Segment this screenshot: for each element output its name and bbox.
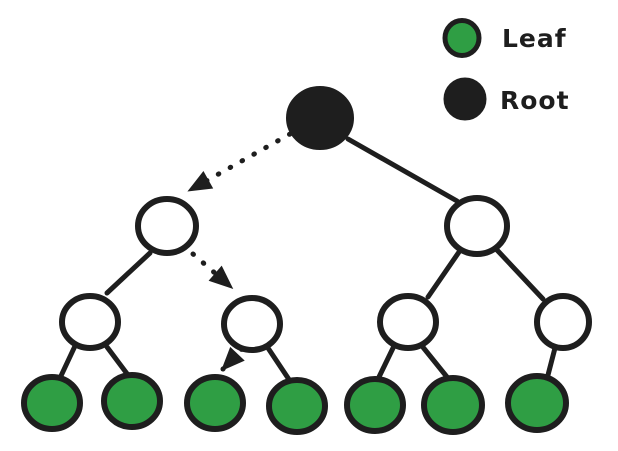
path-l2-to-leaf-3 (220, 346, 245, 372)
tree-node-leaf-5 (344, 376, 406, 434)
path-root-to-left (187, 131, 293, 193)
legend-root-swatch (443, 77, 487, 121)
edge-left-to-l1 (104, 250, 153, 296)
tree-node-root (286, 86, 354, 150)
edge-r1-to-leaf-5 (376, 343, 397, 380)
edge-r2-to-leaf-7 (545, 345, 558, 378)
tree-node-internal-r2 (534, 293, 592, 351)
legend-leaf-label: Leaf (502, 24, 567, 53)
tree-node-internal-l1 (59, 293, 121, 351)
edge-right-to-r2 (494, 247, 546, 302)
edge-r1-to-leaf-6 (419, 343, 450, 380)
tree-node-leaf-1 (21, 374, 83, 432)
tree-node-leaf-2 (101, 372, 163, 430)
edge-l1-to-leaf-2 (104, 344, 131, 378)
path-left-to-l2 (190, 251, 234, 290)
tree-node-leaf-7 (505, 373, 569, 433)
tree-layer (21, 86, 592, 435)
tree-node-internal-right (444, 195, 510, 257)
edge-l1-to-leaf-1 (57, 343, 78, 381)
edge-right-to-r1 (425, 249, 462, 300)
tree-node-internal-left (135, 196, 199, 256)
tree-node-leaf-3 (184, 374, 246, 432)
legend-leaf-swatch (442, 18, 482, 58)
tree-node-leaf-4 (266, 377, 328, 435)
tree-node-internal-r1 (377, 293, 439, 351)
tree-node-internal-l2 (221, 295, 283, 353)
legend: Leaf Root (442, 18, 570, 121)
edge-l2-to-leaf-4 (265, 345, 293, 384)
tree-node-leaf-6 (421, 375, 485, 435)
edge-root-to-right (345, 136, 460, 204)
legend-root-label: Root (500, 86, 570, 115)
